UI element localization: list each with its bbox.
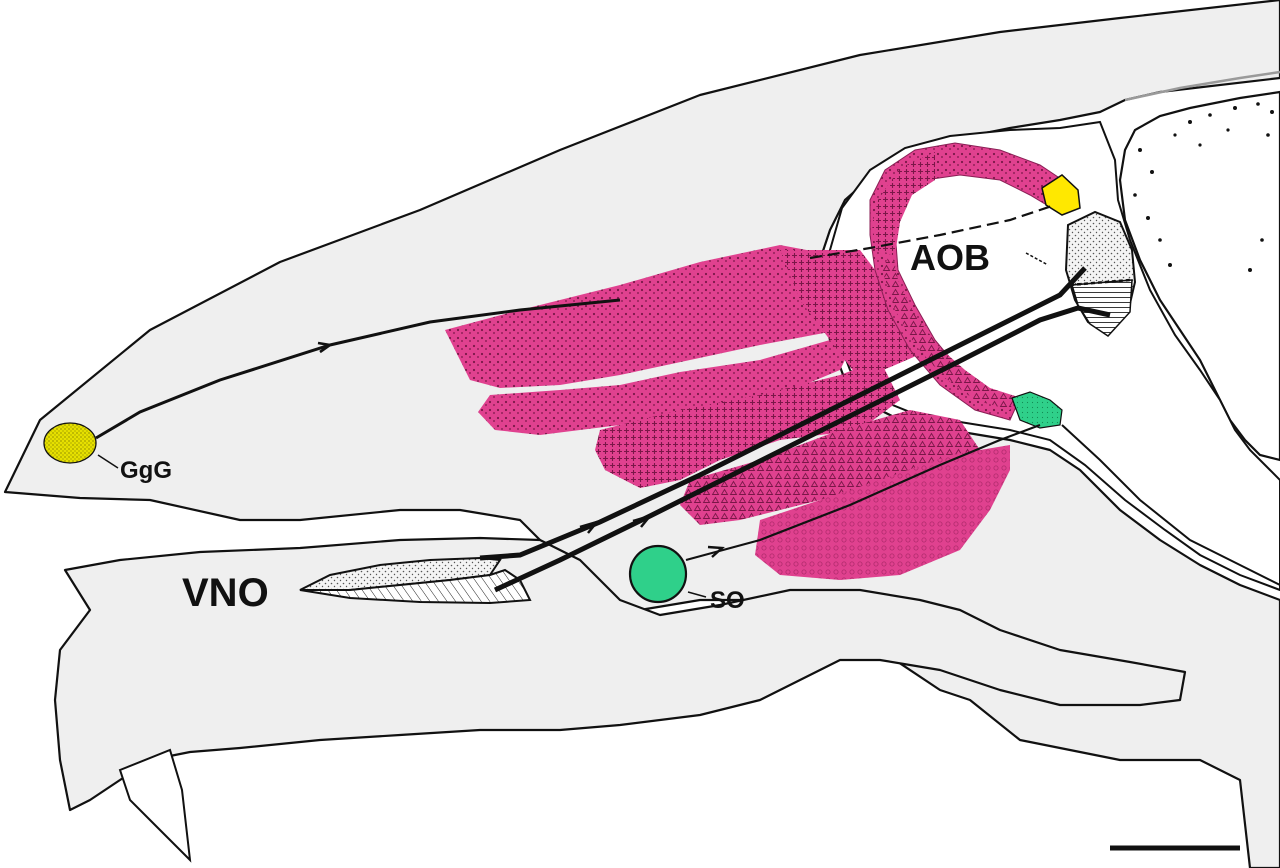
vno-nerve-upper xyxy=(479,266,1087,561)
vno-hatched-part xyxy=(299,568,532,605)
so-pointer xyxy=(687,591,707,598)
turbinate-anterior xyxy=(445,245,880,388)
turbinate-posterior xyxy=(755,445,1010,580)
so-label: SO xyxy=(710,587,745,614)
bulb-to-jaw-line xyxy=(1061,424,1280,586)
ggg-pointer xyxy=(97,454,119,469)
aob-label: AOB xyxy=(910,237,990,278)
turbinate-finger-3 xyxy=(680,410,980,525)
olfactory-bulb-inner xyxy=(882,250,1015,410)
nasal-turbinates xyxy=(445,245,1010,580)
aob-pointer xyxy=(1025,252,1049,266)
so-nerve xyxy=(685,423,1041,562)
ggg-label: GgG xyxy=(120,457,172,484)
vno-arrow-1 xyxy=(579,519,601,534)
vno-arrow-2 xyxy=(632,513,654,528)
vno-label: VNO xyxy=(182,571,269,615)
aob-yellow-patch xyxy=(1041,174,1081,216)
skull-top-line xyxy=(1124,70,1280,102)
aob-divider xyxy=(1069,278,1131,287)
ganglion-green xyxy=(1011,391,1063,429)
turbinate-finger-1 xyxy=(478,330,860,435)
olfactory-bulb-arch xyxy=(869,142,1071,421)
brain-region xyxy=(1118,90,1280,462)
grueneberg-ganglion xyxy=(43,422,97,464)
ggg-arrow xyxy=(317,341,334,354)
aob-hatched-part xyxy=(1071,279,1133,337)
turbinate-cross-block xyxy=(780,250,930,380)
septal-organ xyxy=(628,544,688,604)
vno-nerve-lower xyxy=(493,305,1111,593)
ggg-dashed-projection xyxy=(809,203,1056,260)
turbinate-finger-2 xyxy=(595,360,900,488)
olfactory-bulb-cross xyxy=(872,152,935,255)
nerve-pathways xyxy=(95,203,1280,593)
incisor xyxy=(118,748,192,863)
so-arrow xyxy=(707,545,725,558)
